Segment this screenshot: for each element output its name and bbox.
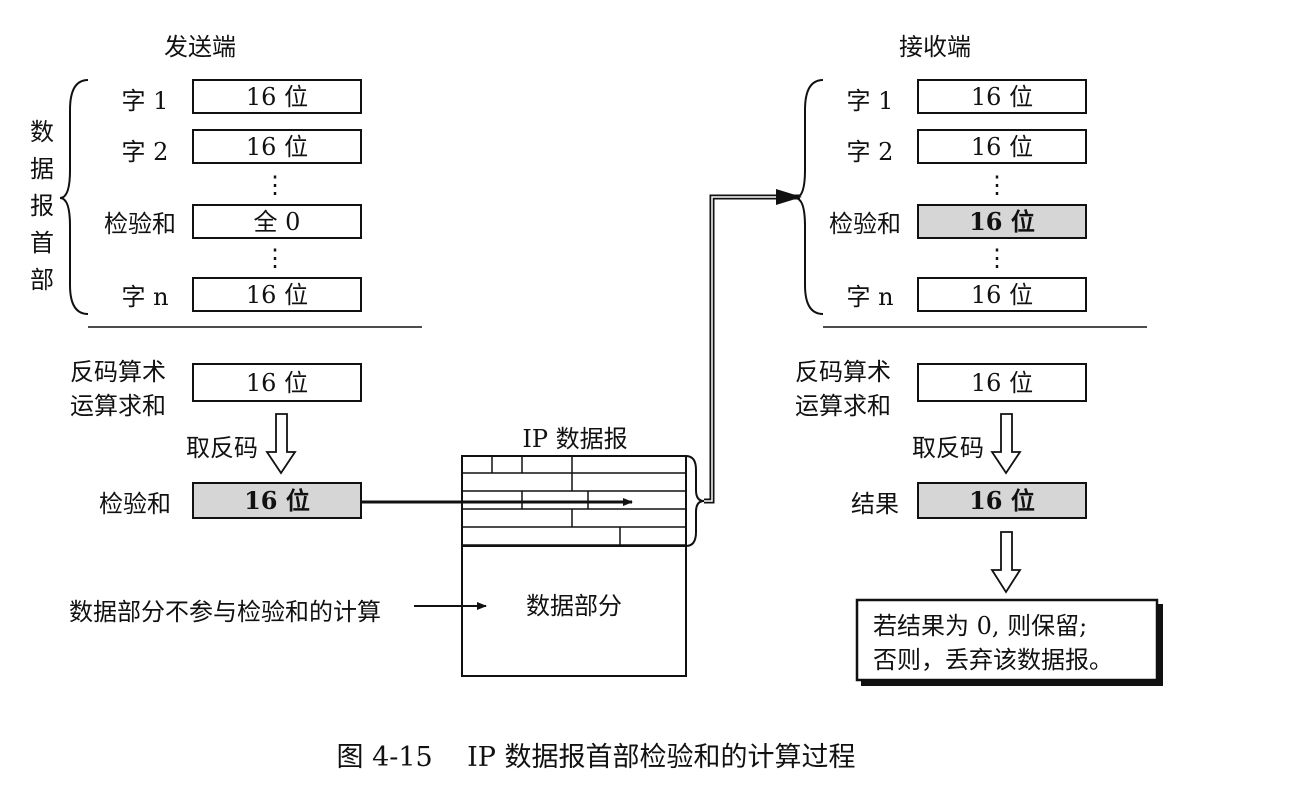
side-label-char: 数: [30, 118, 54, 146]
side-label-char: 首: [30, 229, 54, 257]
datagram-header-brace: [685, 455, 705, 547]
sender-sum-label-line: 运算求和: [70, 392, 166, 420]
sender-brace: [59, 79, 89, 315]
receiver-word-box: [917, 79, 1087, 114]
side-label-char: 报: [30, 192, 54, 220]
figure-caption: 图 4-15 IP 数据报首部检验和的计算过程: [337, 742, 856, 773]
sender-panel: 发送端 数 据 报 首 部 字 1 16 位 字 2 16 位 ⋮ 检验和 全 …: [30, 33, 422, 519]
receiver-sum-value: 16 位: [971, 369, 1033, 397]
decision-line: 若结果为 0, 则保留;: [873, 612, 1087, 640]
receiver-word-value: 16 位: [971, 281, 1033, 309]
sender-sum-label-line: 反码算术: [70, 358, 166, 386]
receiver-checksum-box: [917, 204, 1087, 239]
sender-row-label: 检验和: [104, 210, 176, 238]
sender-word-box: [192, 277, 362, 312]
receiver-sum-box: [917, 363, 1087, 402]
sender-word-box: [192, 129, 362, 164]
receiver-word-box: [917, 277, 1087, 312]
receiver-row-label: 检验和: [829, 210, 901, 238]
sender-row-label: 字 n: [121, 283, 168, 311]
sender-invert-arrow-icon: [265, 413, 297, 475]
transmit-arrowhead-icon: [776, 189, 802, 205]
sender-row-label: 字 1: [122, 87, 169, 115]
sender-word-value: 16 位: [246, 83, 308, 111]
receiver-title: 接收端: [899, 33, 971, 61]
sender-invert-label: 取反码: [186, 434, 258, 462]
sender-word-value: 16 位: [246, 281, 308, 309]
receiver-invert-arrow-icon: [990, 413, 1022, 475]
receiver-row-label: 字 n: [846, 283, 893, 311]
datagram-outline: [461, 455, 687, 677]
sender-word-value: 16 位: [246, 133, 308, 161]
receiver-ellipsis: ⋮: [985, 171, 1009, 199]
sender-row-label: 字 2: [122, 138, 169, 166]
receiver-word-value: 16 位: [971, 83, 1033, 111]
sender-checksum-value: 16 位: [244, 486, 310, 515]
sender-checksum-zero-value: 全 0: [254, 208, 301, 236]
datagram-title: IP 数据报: [522, 425, 627, 453]
decision-line: 否则，丢弃该数据报。: [873, 646, 1113, 674]
sender-word-box: [192, 79, 362, 114]
ip-datagram: IP 数据报 数据部分 数据部分不参与检验和的计算: [69, 425, 705, 677]
datagram-data-part: 数据部分: [526, 592, 622, 620]
sender-sum-box: [192, 363, 362, 402]
receiver-sum-label-line: 运算求和: [795, 392, 891, 420]
sender-ellipsis: ⋮: [263, 244, 287, 272]
receiver-brace: [794, 79, 824, 315]
receiver-panel: 接收端 字 1 16 位 字 2 16 位 ⋮ 检验和 16 位 ⋮ 字 n 1…: [794, 33, 1163, 686]
receiver-sum-label-line: 反码算术: [795, 358, 891, 386]
receiver-result-box: [917, 482, 1087, 519]
datagram-note: 数据部分不参与检验和的计算: [69, 598, 381, 626]
receiver-row-label: 字 1: [847, 87, 894, 115]
receiver-result-value: 16 位: [969, 486, 1035, 515]
transmit-arrow-inner: [704, 196, 800, 502]
sender-title: 发送端: [164, 33, 236, 61]
sender-checksum-zero-box: [192, 204, 362, 239]
receiver-result-label: 结果: [851, 490, 899, 518]
receiver-word-box: [917, 129, 1087, 164]
side-label-char: 据: [30, 155, 54, 183]
decision-box: [855, 598, 1159, 682]
sender-checksum-label: 检验和: [99, 490, 171, 518]
transmit-arrow-outer: [704, 194, 800, 504]
sender-header-side-label: 数 据 报 首 部: [30, 118, 54, 294]
side-label-char: 部: [30, 266, 54, 294]
sender-ellipsis: ⋮: [263, 171, 287, 199]
receiver-invert-label: 取反码: [912, 434, 984, 462]
receiver-word-value: 16 位: [971, 133, 1033, 161]
receiver-checksum-value: 16 位: [969, 207, 1035, 236]
receiver-decision-arrow-icon: [990, 531, 1022, 594]
sender-sum-value: 16 位: [246, 369, 308, 397]
receiver-ellipsis: ⋮: [985, 244, 1009, 272]
receiver-row-label: 字 2: [847, 138, 894, 166]
